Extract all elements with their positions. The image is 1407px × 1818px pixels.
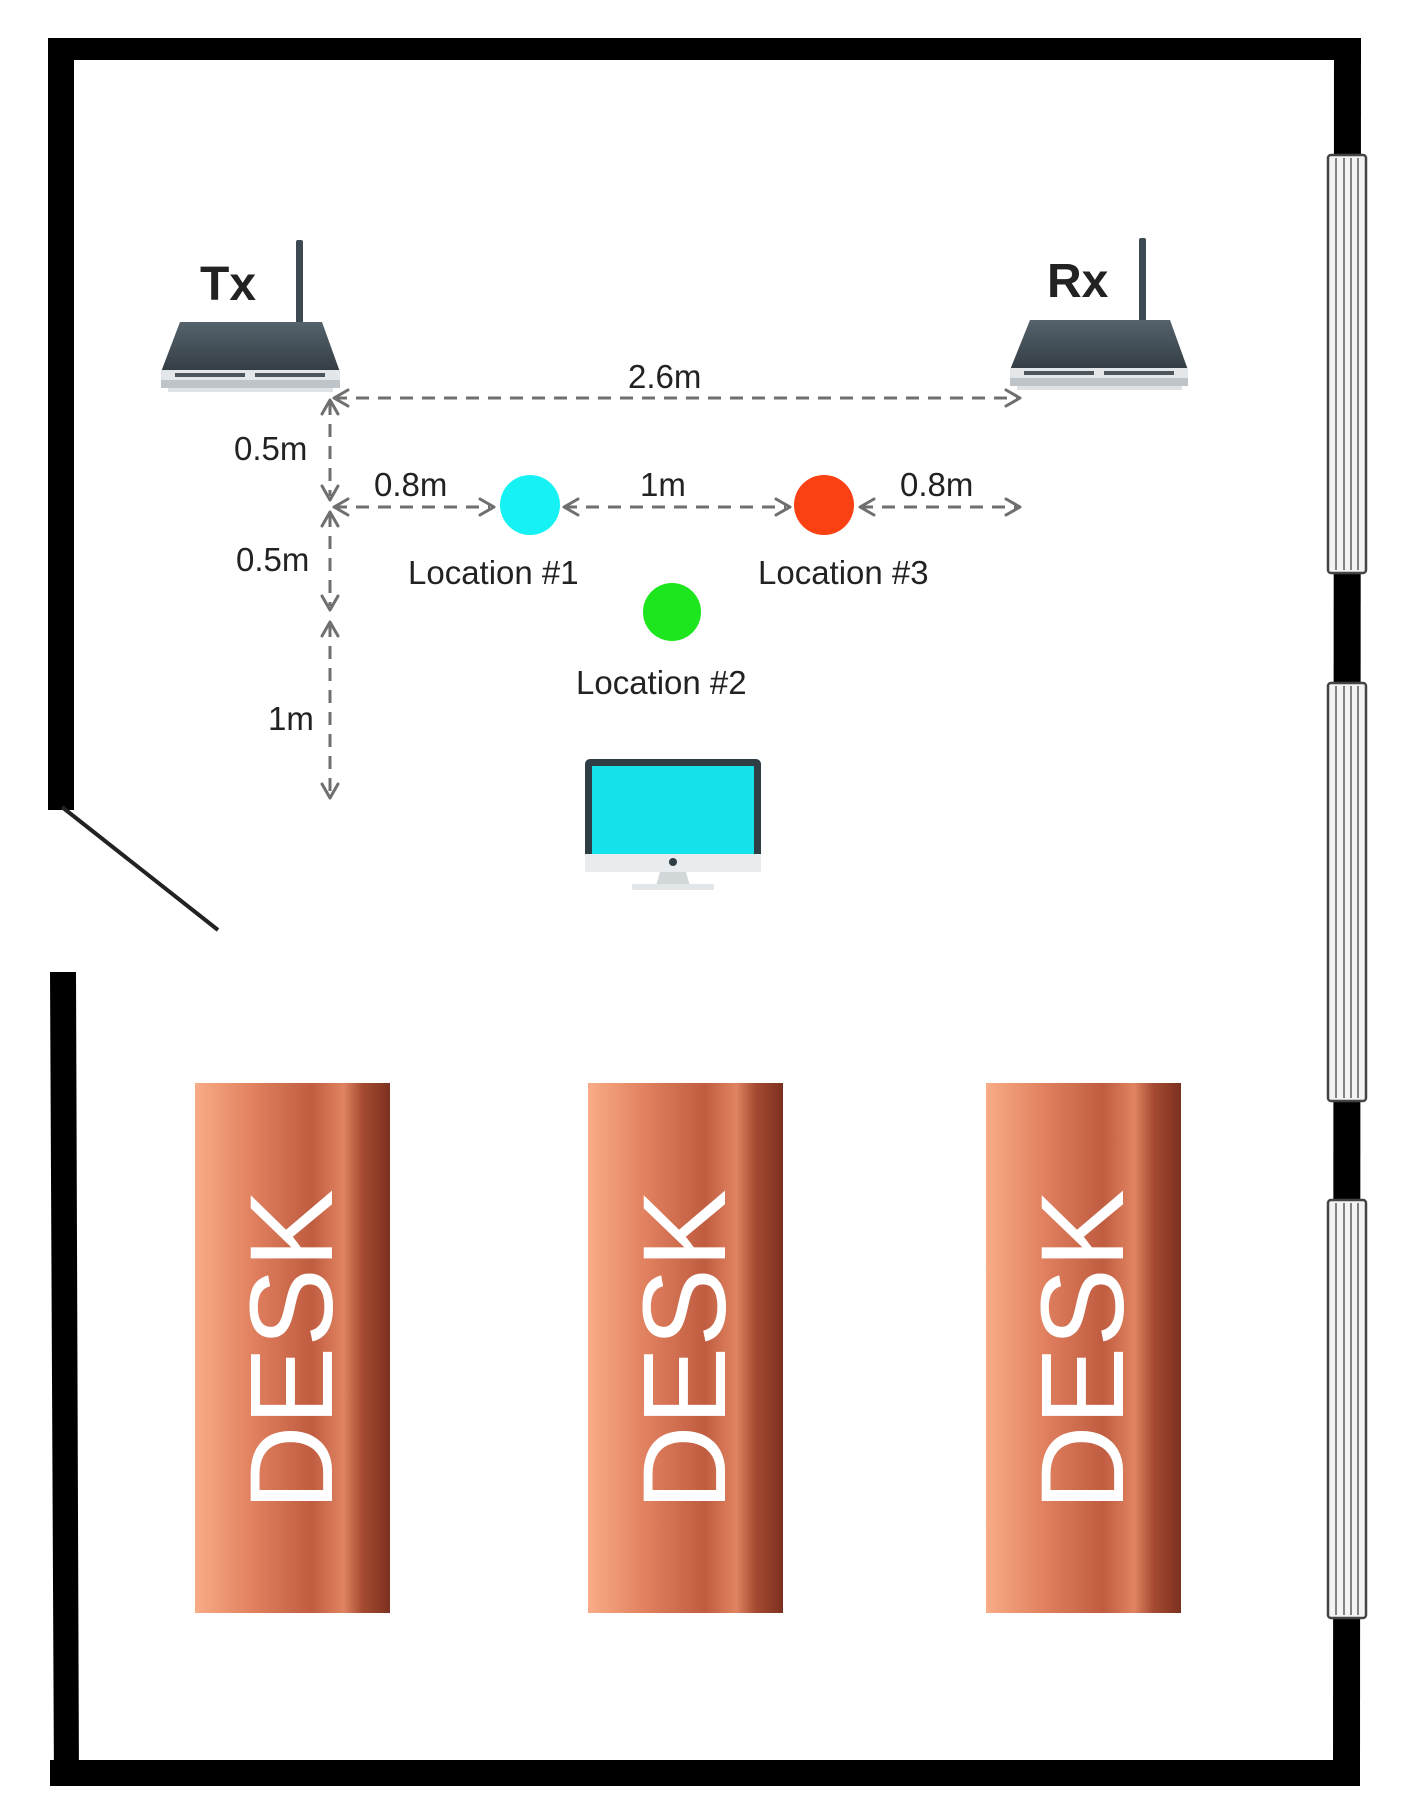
window-icon (1326, 681, 1368, 1103)
dim-loc1-loc3: 1m (640, 466, 686, 503)
desk-3-label: DESK (1017, 1189, 1149, 1510)
dim-tx-rx: 2.6m (628, 358, 701, 395)
dim-vertical-3: 1m (268, 700, 314, 737)
location-2-label: Location #2 (576, 664, 747, 701)
desk-2-surface (588, 1083, 783, 1613)
location-3-label: Location #3 (758, 554, 929, 591)
desk-3-surface (986, 1083, 1181, 1613)
rx-router: Rx (1010, 238, 1188, 390)
router-icon (1010, 238, 1188, 390)
door-icon (60, 805, 220, 932)
top-wall (48, 38, 1361, 60)
location-1-label: Location #1 (408, 554, 579, 591)
location-1-marker (500, 475, 560, 535)
location-2-marker (643, 583, 701, 641)
location-1: Location #1 (408, 475, 579, 591)
desk-2-label: DESK (619, 1189, 751, 1510)
desk-1-surface (195, 1083, 390, 1613)
router-icon (161, 240, 340, 392)
tx-router: Tx (161, 240, 340, 392)
dim-vertical-2: 0.5m (236, 541, 309, 578)
bottom-wall (50, 1760, 1360, 1786)
desk-1-label: DESK (226, 1189, 358, 1510)
monitor-icon (585, 759, 761, 890)
desk-2: DESK (588, 1083, 783, 1613)
location-3: Location #3 (758, 475, 929, 591)
desk-1: DESK (195, 1083, 390, 1613)
tx-label: Tx (200, 258, 256, 311)
left-wall-lower (50, 972, 79, 1786)
desk-3: DESK (986, 1083, 1181, 1613)
window-icon (1326, 153, 1368, 575)
left-wall-upper (48, 38, 74, 810)
dimension-arrows (320, 388, 1022, 800)
rx-label: Rx (1047, 255, 1109, 308)
window-icon (1326, 1198, 1368, 1620)
location-3-marker (794, 475, 854, 535)
dim-loc3-rx: 0.8m (900, 466, 973, 503)
location-2: Location #2 (576, 583, 747, 701)
dim-vertical-1: 0.5m (234, 430, 307, 467)
dim-tx-loc1: 0.8m (374, 466, 447, 503)
